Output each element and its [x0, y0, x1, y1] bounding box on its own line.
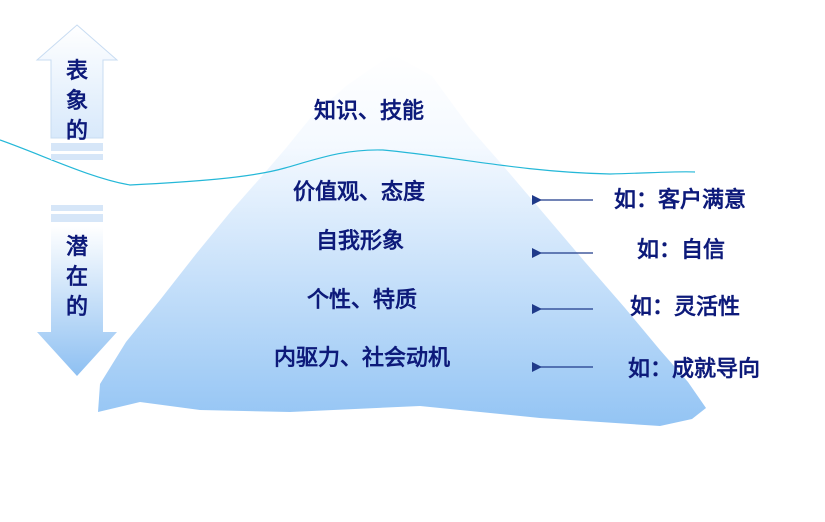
waterline	[0, 139, 696, 186]
example-label-flexibility: 如：灵活性	[630, 295, 741, 320]
surface-label: 表象的	[65, 59, 88, 144]
layer-label-values-attitudes: 价值观、态度	[292, 180, 426, 205]
layer-label-motives: 内驱力、社会动机	[273, 346, 451, 371]
example-label-achievement: 如：成就导向	[628, 357, 761, 382]
iceberg-shape	[98, 54, 706, 426]
layer-label-traits: 个性、特质	[306, 288, 418, 313]
example-label-customer-satisfaction: 如：客户满意	[614, 188, 747, 213]
latent-label: 潜在的	[65, 235, 88, 320]
example-label-confidence: 如：自信	[637, 238, 726, 263]
surface-arrow	[35, 24, 119, 160]
latent-arrow	[37, 205, 117, 376]
layer-label-self-image: 自我形象	[315, 229, 405, 254]
layer-label-knowledge-skills: 知识、技能	[313, 99, 425, 124]
